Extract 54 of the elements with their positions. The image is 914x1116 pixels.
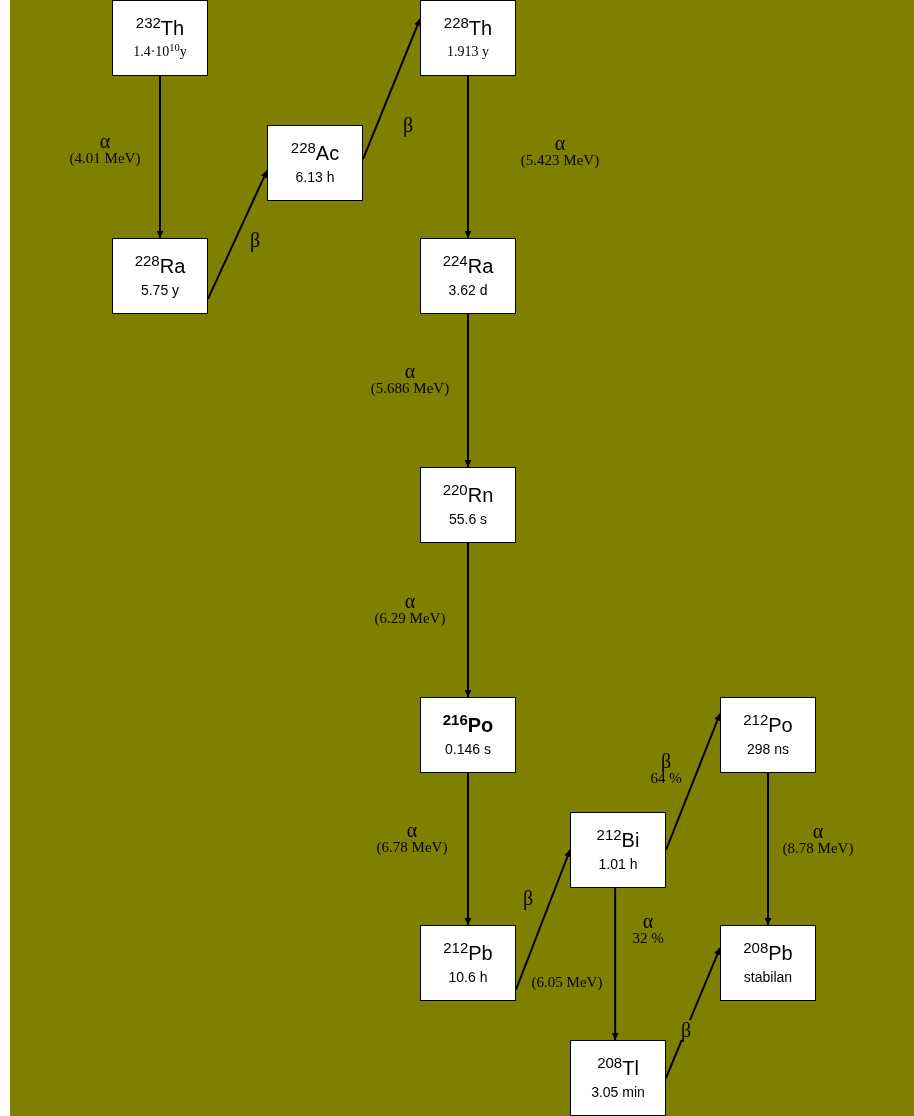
half-life: 298 ns xyxy=(746,741,789,757)
arrow xyxy=(207,169,268,300)
nuclide-symbol: $^{228}$Ac xyxy=(290,141,340,165)
arrow xyxy=(515,849,571,991)
nuclide-box xyxy=(112,238,208,314)
edge-label: β 64 % xyxy=(650,750,682,786)
nuclide-box xyxy=(420,0,516,76)
edge-label: β xyxy=(402,115,414,135)
nuclide-box xyxy=(112,0,208,76)
nuclide-box xyxy=(570,1040,666,1116)
arrow xyxy=(464,542,472,698)
half-life: 1.01 h xyxy=(598,856,638,872)
nuclide-symbol: $^{212}$Bi xyxy=(596,828,640,852)
arrow xyxy=(464,772,472,926)
nuclide-symbol: $^{232}$Th xyxy=(135,16,185,40)
arrow xyxy=(764,772,772,926)
arrow xyxy=(464,75,472,239)
nuclide-symbol: $^{224}$Ra xyxy=(442,254,494,278)
nuclide-box xyxy=(267,125,363,201)
half-life: 6.13 h xyxy=(295,169,335,185)
nuclide-symbol: $^{228}$Ra xyxy=(134,254,186,278)
nuclide-box xyxy=(420,238,516,314)
arrow xyxy=(464,313,472,468)
nuclide-box xyxy=(420,925,516,1001)
edge-label: β xyxy=(680,1020,692,1040)
half-life: 3.05 min xyxy=(591,1084,645,1100)
nuclide-symbol: $^{208}$Tl xyxy=(597,1056,639,1080)
nuclide-symbol: $^{212}$Pb xyxy=(443,941,493,965)
nuclide-box xyxy=(720,697,816,773)
arrow xyxy=(665,712,721,851)
nuclide-box xyxy=(420,467,516,543)
half-life: 1.4·10$^{10}$y xyxy=(133,44,187,60)
half-life: 5.75 y xyxy=(140,282,180,298)
nuclide-box xyxy=(570,812,666,888)
energy-label: (6.05 MeV) xyxy=(531,974,603,990)
half-life: 3.62 d xyxy=(448,282,488,298)
half-life: 55.6 s xyxy=(448,511,488,527)
edge-label: β xyxy=(249,230,261,250)
half-life: 0.146 s xyxy=(445,741,491,757)
nuclide-box xyxy=(420,697,516,773)
arrow xyxy=(156,75,164,239)
half-life: 1.913 y xyxy=(447,44,489,60)
half-life: stabilan xyxy=(743,969,793,985)
arrow xyxy=(611,887,619,1041)
nuclide-symbol: $^{212}$Po xyxy=(743,713,793,737)
nuclide-symbol: $^{216}$Po xyxy=(442,713,494,737)
edge-label: β xyxy=(522,888,534,908)
nuclide-box xyxy=(720,925,816,1001)
nuclide-symbol: $^{208}$Pb xyxy=(743,941,793,965)
nuclide-symbol: $^{220}$Rn xyxy=(442,483,494,507)
half-life: 10.6 h xyxy=(448,969,488,985)
arrow xyxy=(665,946,721,1079)
nuclide-symbol: $^{228}$Th xyxy=(443,16,493,40)
arrow xyxy=(362,18,421,161)
